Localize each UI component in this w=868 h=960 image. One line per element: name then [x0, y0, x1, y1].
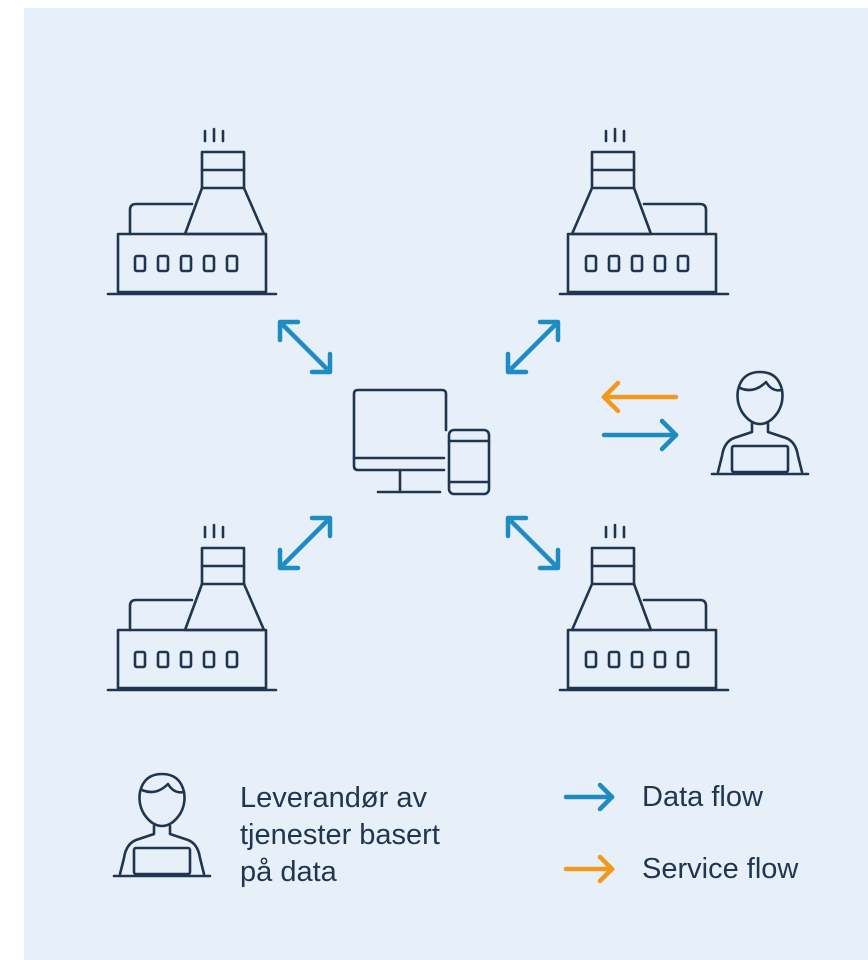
- computer-and-phone-icon: [352, 388, 491, 496]
- data-flow-arrow: [601, 418, 679, 452]
- legend-provider-label: Leverandør av tjenester basert på data: [240, 780, 440, 891]
- legend-person-at-laptop-icon: [112, 772, 212, 878]
- legend-data-flow-arrow-icon: [563, 782, 615, 812]
- legend-service-flow-label: Service flow: [642, 853, 799, 885]
- legend-data-flow-label: Data flow: [642, 781, 763, 813]
- data-flow-arrow-bottom-right: [505, 515, 561, 571]
- legend-provider-label-line: Leverandør av: [240, 782, 427, 814]
- factory-icon: [106, 523, 278, 692]
- diagram-panel: [24, 8, 868, 960]
- factory-icon: [106, 127, 278, 296]
- person-at-laptop-icon: [710, 370, 810, 476]
- legend-provider-label-line: på data: [240, 856, 337, 888]
- data-flow-arrow-bottom-left: [277, 515, 333, 571]
- factory-icon: [558, 523, 730, 692]
- service-flow-arrow: [601, 380, 679, 414]
- legend-provider-label-line: tjenester basert: [240, 819, 440, 851]
- data-flow-arrow-top-left: [277, 319, 333, 375]
- factory-icon: [558, 127, 730, 296]
- legend-service-flow-arrow-icon: [563, 854, 615, 884]
- data-flow-arrow-top-right: [505, 319, 561, 375]
